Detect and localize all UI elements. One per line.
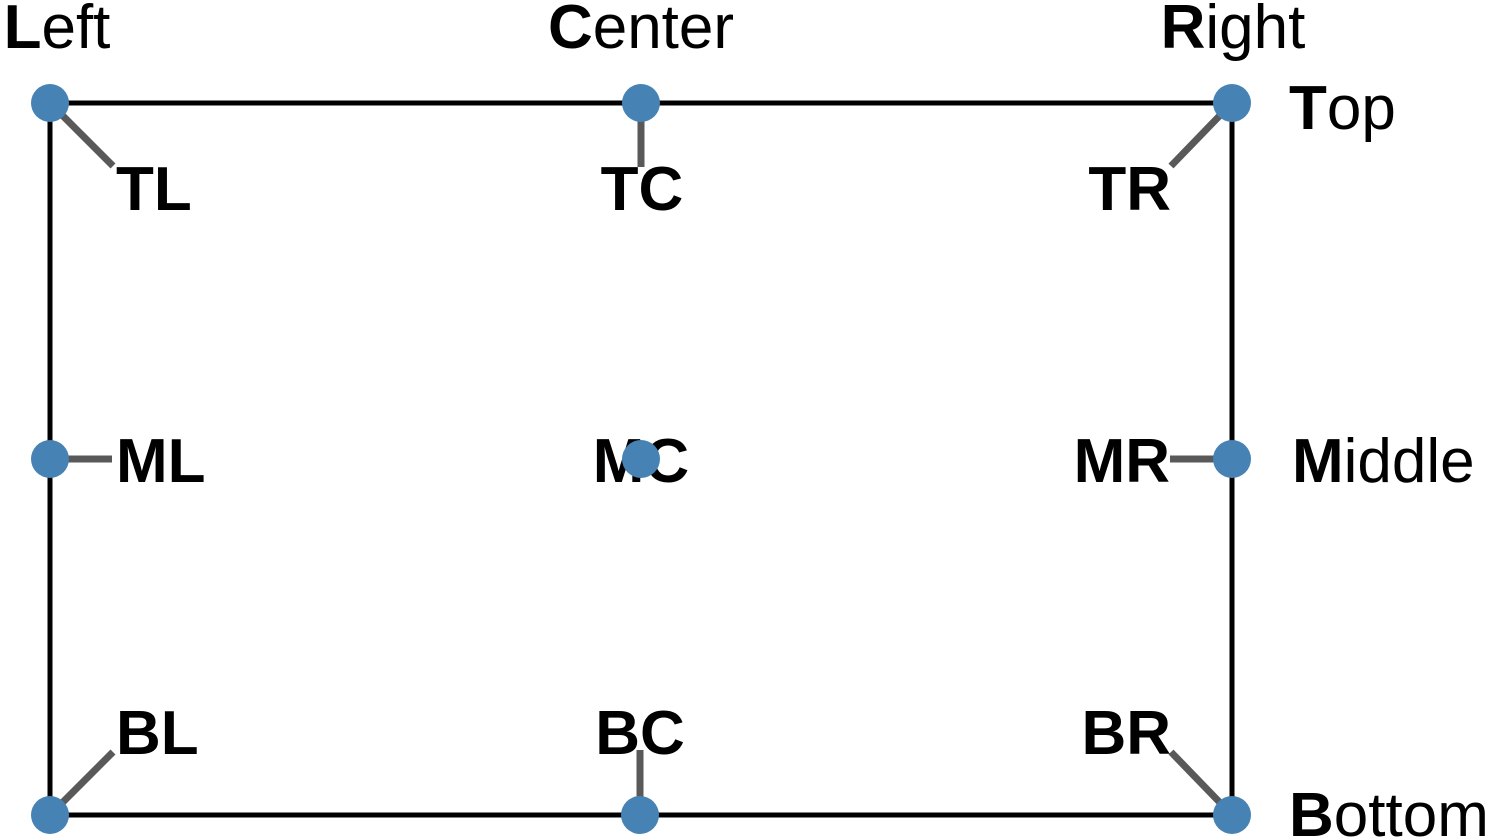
edge-label-bottom: Bottom — [1289, 781, 1488, 839]
edge-label-center-rest: enter — [593, 0, 734, 62]
anchor-label-br: BR — [1081, 699, 1171, 768]
anchor-dot-top-right — [1213, 84, 1251, 122]
edge-label-right-rest: ight — [1205, 0, 1305, 62]
anchor-dot-middle-left — [31, 440, 69, 478]
anchor-dot-bottom-center — [621, 796, 659, 834]
anchor-label-tl: TL — [116, 155, 192, 224]
anchor-dot-middle-right — [1213, 440, 1251, 478]
edge-label-right: Right — [1161, 0, 1306, 62]
anchor-label-mr: MR — [1074, 427, 1170, 496]
edge-label-center: Center — [548, 0, 734, 62]
anchor-dot-bottom-right — [1213, 796, 1251, 834]
edge-label-left-rest: eft — [41, 0, 110, 62]
edge-label-middle-initial: M — [1292, 427, 1344, 496]
anchor-dot-bottom-left — [31, 796, 69, 834]
edge-label-middle: Middle — [1292, 427, 1475, 496]
edge-label-top-initial: T — [1289, 74, 1327, 143]
anchor-dot-middle-center — [622, 440, 660, 478]
anchor-label-ml: ML — [116, 427, 206, 496]
anchor-label-tc: TC — [601, 155, 684, 224]
edge-label-bottom-rest: ottom — [1334, 781, 1488, 839]
edge-label-top: Top — [1289, 74, 1396, 143]
edge-label-top-rest: op — [1327, 74, 1396, 143]
anchor-label-tr: TR — [1088, 155, 1171, 224]
anchor-dot-top-left — [31, 84, 69, 122]
edge-label-bottom-initial: B — [1289, 781, 1334, 839]
anchor-label-bl: BL — [116, 699, 199, 768]
edge-label-right-initial: R — [1161, 0, 1206, 62]
edge-label-left-initial: L — [4, 0, 42, 62]
edge-label-left: Left — [4, 0, 111, 62]
anchor-dot-top-center — [622, 84, 660, 122]
edge-label-middle-rest: iddle — [1344, 427, 1475, 496]
anchor-label-bc: BC — [595, 699, 685, 768]
edge-label-center-initial: C — [548, 0, 593, 62]
